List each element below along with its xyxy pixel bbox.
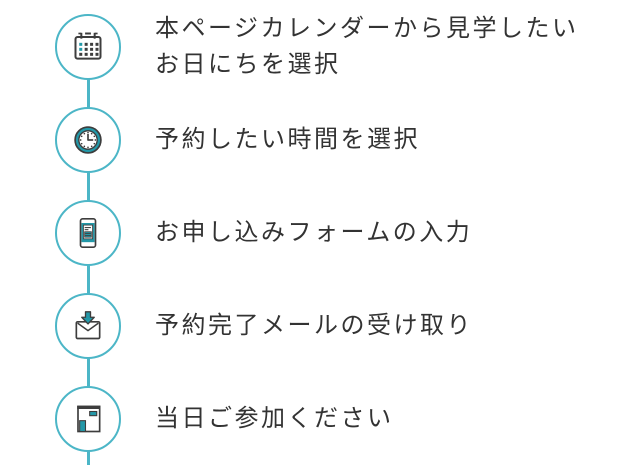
step-label: 予約完了メールの受け取り — [155, 311, 473, 339]
step-circle — [55, 385, 121, 452]
step-label: お申し込みフォームの入力 — [155, 218, 473, 246]
step-row-2: 予約したい時間を選択 — [0, 93, 620, 186]
step-marker — [0, 385, 155, 452]
step-marker — [0, 106, 155, 173]
step-circle — [55, 106, 121, 173]
step-row-1: 本ページカレンダーから見学したい お日にちを選択 — [0, 0, 620, 93]
step-row-3: お申し込みフォームの入力 — [0, 186, 620, 279]
step-label: 本ページカレンダーから見学したい お日にちを選択 — [155, 14, 579, 78]
clock-icon — [74, 125, 102, 154]
step-row-4: 予約完了メールの受け取り — [0, 279, 620, 372]
smartphone-icon — [79, 217, 97, 248]
step-marker — [0, 13, 155, 80]
step-row-5: 当日ご参加ください — [0, 372, 620, 465]
step-marker — [0, 292, 155, 359]
step-label: 予約したい時間を選択 — [155, 125, 420, 153]
mail-icon — [75, 310, 101, 339]
step-marker — [0, 199, 155, 266]
calendar-icon — [74, 32, 102, 60]
step-label: 当日ご参加ください — [155, 404, 394, 432]
step-circle — [55, 13, 121, 80]
step-circle — [55, 199, 121, 266]
step-circle — [55, 292, 121, 359]
door-icon — [77, 405, 101, 432]
